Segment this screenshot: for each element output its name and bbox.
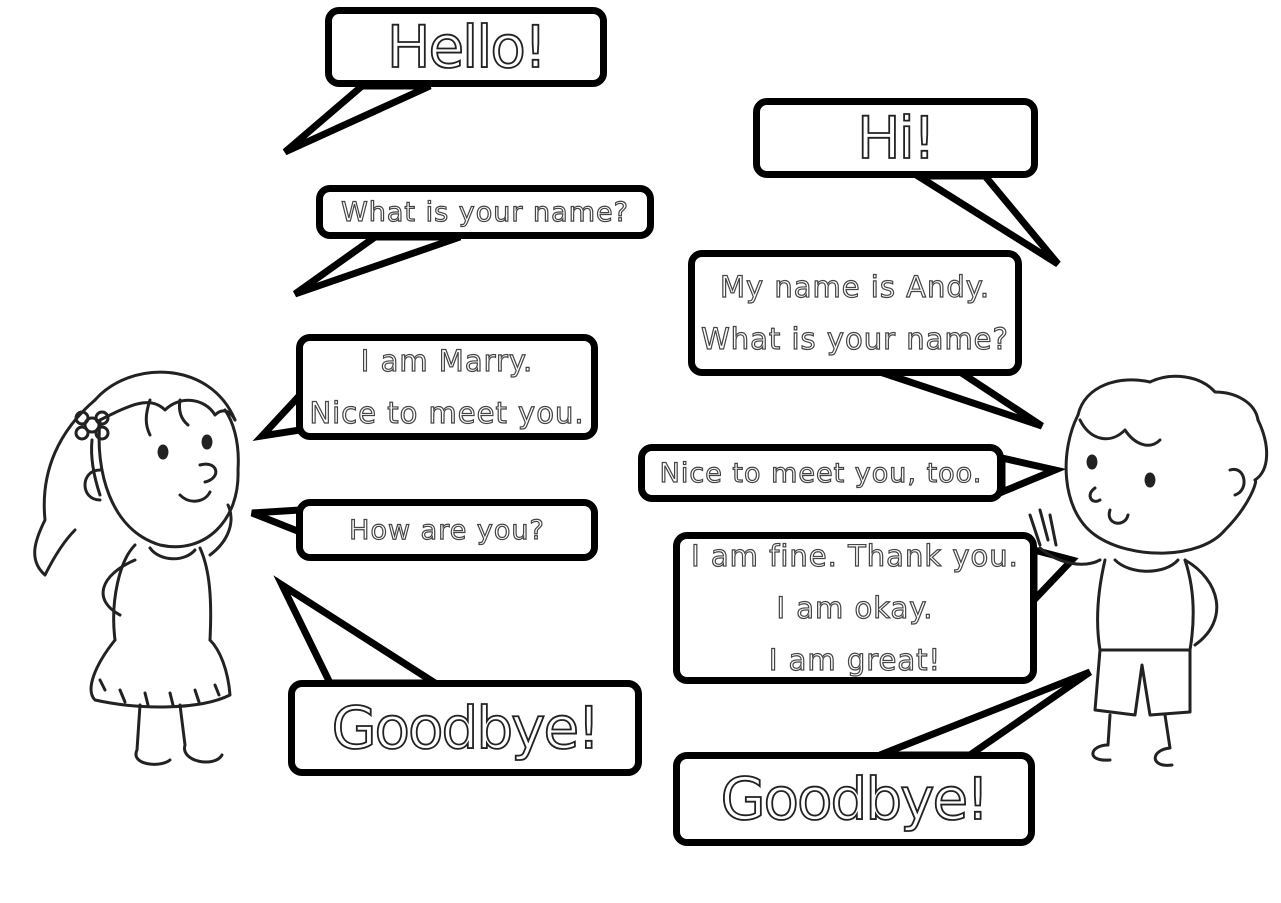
bubble-hi-text: Hi! <box>856 103 937 173</box>
bubble-fine-line3: I am great! <box>768 642 942 677</box>
bubble-andy-line2: What is your name? <box>700 321 1009 356</box>
bubble-intro-line1: I am Marry. <box>360 343 534 378</box>
bubble-andy: My name is Andy. What is your name? <box>688 250 1022 376</box>
bubble-andy-line1: My name is Andy. <box>719 269 991 304</box>
tail-ask-name <box>292 233 462 298</box>
bubble-goodbye-boy: Goodbye! <box>673 752 1035 846</box>
girl-illustration <box>33 370 240 766</box>
bubble-fine-line1: I am fine. Thank you. <box>691 538 1019 573</box>
bubble-how-are-you: How are you? <box>296 499 598 561</box>
bubble-nice-too-text: Nice to meet you, too. <box>659 457 983 489</box>
bubble-intro-line2: Nice to meet you. <box>309 395 585 430</box>
tail-goodbye-girl <box>273 575 447 687</box>
boy-illustration <box>1028 374 1269 767</box>
bubble-goodbye-boy-text: Goodbye! <box>720 764 991 834</box>
speech-tails <box>250 82 1092 759</box>
tail-hello <box>282 82 432 156</box>
bubble-intro: I am Marry. Nice to meet you. <box>296 334 598 440</box>
bubble-goodbye-girl-text: Goodbye! <box>331 693 602 763</box>
tail-nice-too <box>998 453 1067 498</box>
bubble-fine-line2: I am okay. <box>776 590 934 625</box>
bubble-ask-name: What is your name? <box>316 185 654 239</box>
tail-intro <box>252 386 304 442</box>
tail-how-are-you <box>250 506 304 538</box>
bubble-hello-text: Hello! <box>386 12 548 82</box>
bubble-goodbye-girl: Goodbye! <box>288 680 642 776</box>
bubble-nice-too: Nice to meet you, too. <box>638 444 1004 502</box>
bubble-how-are-you-text: How are you? <box>349 514 545 546</box>
tail-andy <box>878 368 1044 430</box>
bubble-ask-name-text: What is your name? <box>340 196 629 228</box>
bubble-hello: Hello! <box>325 7 607 87</box>
bubble-hi: Hi! <box>753 98 1038 178</box>
bubble-fine: I am fine. Thank you. I am okay. I am gr… <box>673 532 1037 684</box>
